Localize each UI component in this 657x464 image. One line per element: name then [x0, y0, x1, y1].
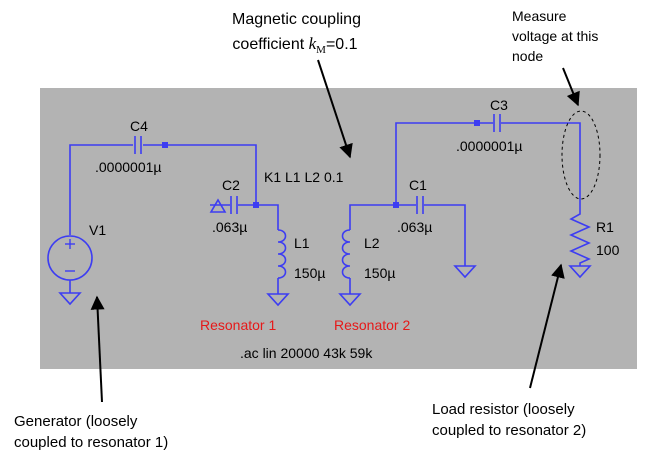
- c1-value: .063µ: [397, 219, 433, 235]
- c4-name: C4: [130, 118, 148, 134]
- wire-generator-top: [69, 144, 133, 235]
- ground-c1: [453, 265, 477, 279]
- k-directive: K1 L1 L2 0.1: [264, 169, 344, 185]
- load-line2: coupled to resonator 2): [432, 422, 587, 439]
- coupling-prefix: coefficient: [232, 36, 309, 53]
- ground-c2: [209, 198, 227, 213]
- coupling-k: k: [308, 34, 317, 53]
- coupling-sub: M: [316, 44, 326, 57]
- schematic-panel: [40, 88, 637, 369]
- coupling-line2: coefficient kM=0.1: [229, 32, 361, 62]
- ground-l1: [266, 293, 290, 307]
- v1-name: V1: [89, 222, 107, 238]
- generator-annotation: Generator (loosely coupled to resonator …: [14, 411, 168, 453]
- arrow-generator: [90, 295, 105, 403]
- resonator1-label: Resonator 1: [200, 317, 277, 333]
- c2-value: .063µ: [212, 219, 248, 235]
- junction-c1: [393, 202, 399, 208]
- generator-line2: coupled to resonator 1): [14, 434, 169, 451]
- ground-l2: [338, 293, 362, 307]
- l1-coil: [277, 229, 287, 279]
- l1-name: L1: [294, 235, 310, 251]
- junction-c4: [162, 142, 168, 148]
- measure-line3: node: [512, 48, 544, 64]
- wire-c2-right: [238, 204, 279, 230]
- resonator2-label: Resonator 2: [334, 317, 411, 333]
- coupling-value: =0.1: [325, 36, 358, 53]
- c4-value: .0000001µ: [95, 159, 162, 175]
- r1-value: 100: [596, 242, 620, 258]
- measure-line1: Measure: [512, 8, 567, 24]
- wire-c3-right: [501, 122, 581, 210]
- coupling-annotation: Magnetic coupling coefficient kM=0.1: [232, 8, 361, 62]
- ground-v1: [58, 292, 82, 306]
- arrow-measure: [562, 67, 580, 107]
- c3-name: C3: [490, 97, 508, 113]
- ground-r1: [568, 265, 592, 279]
- r1-name: R1: [596, 219, 614, 235]
- measure-ellipse: [561, 110, 601, 200]
- junction-c3: [474, 120, 480, 126]
- c2-name: C2: [222, 177, 240, 193]
- load-line1: Load resistor (loosely: [432, 401, 575, 418]
- ac-directive: .ac lin 20000 43k 59k: [240, 345, 373, 361]
- l2-name: L2: [364, 235, 380, 251]
- generator-line1: Generator (loosely: [14, 413, 138, 430]
- wire-c3-left: [395, 122, 493, 205]
- c1-name: C1: [409, 177, 427, 193]
- arrow-coupling: [317, 59, 353, 159]
- l2-coil: [341, 229, 351, 279]
- load-annotation: Load resistor (loosely coupled to resona…: [432, 399, 586, 441]
- junction-c2: [253, 202, 259, 208]
- arrow-load: [529, 263, 565, 389]
- l2-value: 150µ: [364, 265, 396, 281]
- r1-resistor: [569, 210, 591, 266]
- measure-annotation: Measure voltage at this node: [512, 6, 598, 66]
- c3-value: .0000001µ: [456, 138, 523, 154]
- l1-value: 150µ: [294, 265, 326, 281]
- measure-line2: voltage at this: [512, 28, 599, 44]
- wire-c4-right: [143, 144, 257, 205]
- wire-c1-right: [424, 204, 466, 266]
- coupling-line1: Magnetic coupling: [232, 11, 361, 28]
